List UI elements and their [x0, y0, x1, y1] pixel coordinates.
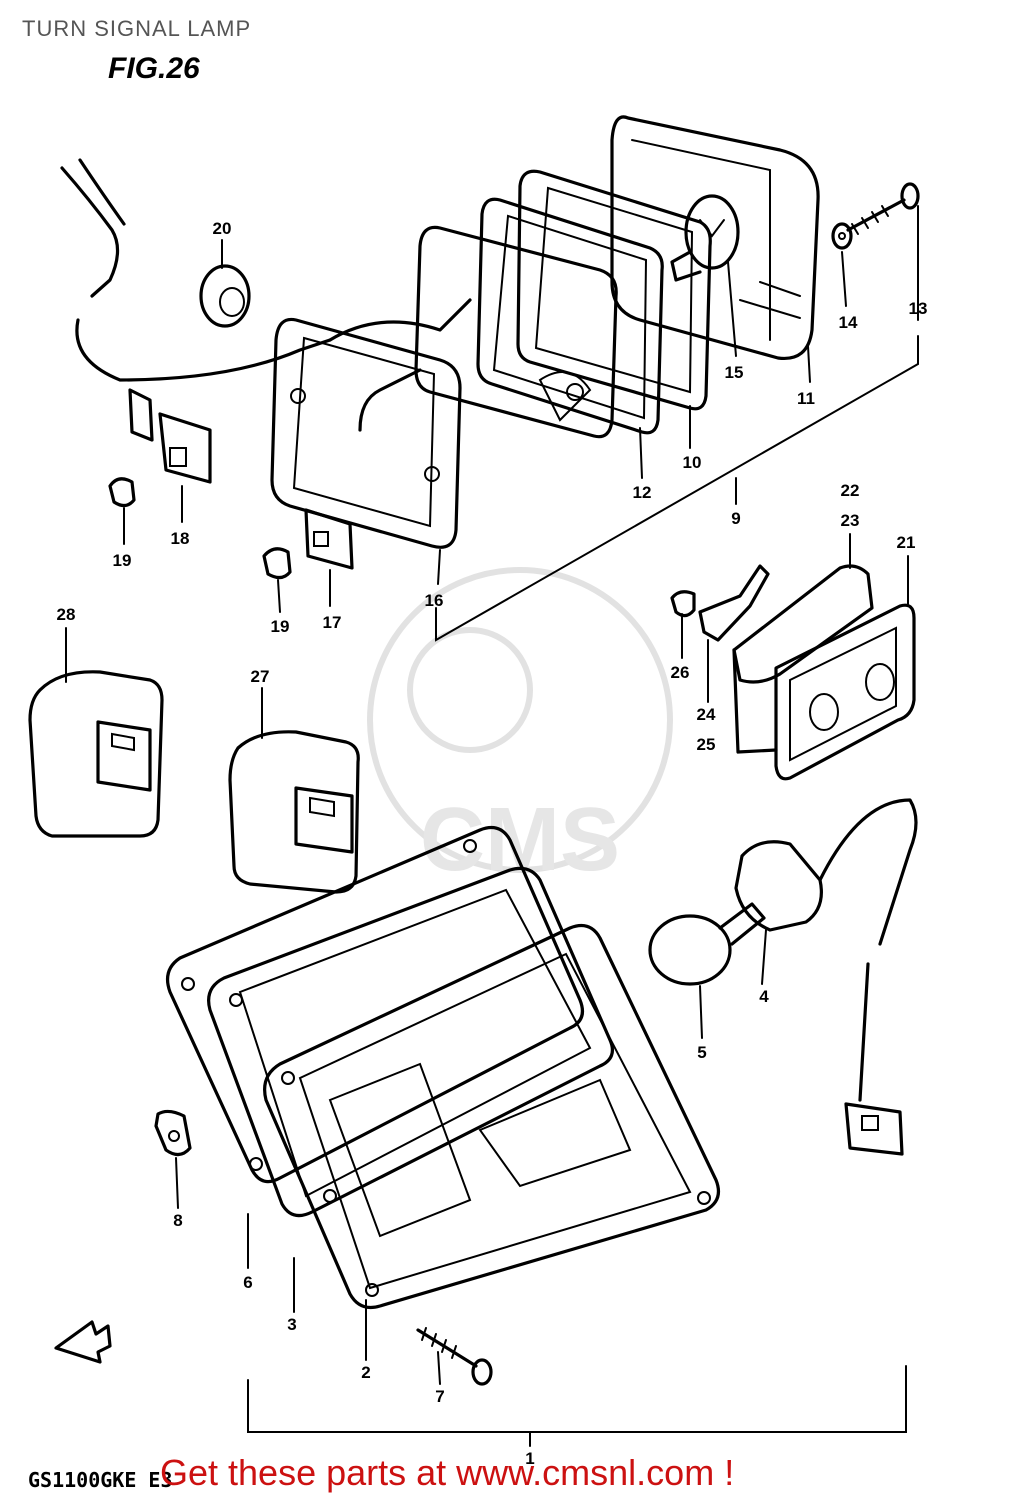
callout-25: 25: [697, 735, 716, 754]
model-code: GS1100GKE E3: [28, 1468, 173, 1492]
part-6-plate: [166, 826, 584, 1184]
wire-harness: [60, 158, 332, 382]
forward-arrow-icon: [54, 1320, 112, 1364]
callout-11: 11: [797, 389, 815, 408]
part-24-25-bracket: [698, 564, 770, 642]
callout-19b: 19: [271, 617, 290, 636]
callout-8: 8: [173, 1211, 182, 1230]
part-28-relay: [28, 670, 164, 838]
callout-24: 24: [697, 705, 716, 724]
part-16-base-plate: [270, 317, 462, 549]
callout-13: 13: [909, 299, 928, 318]
promo-link-text[interactable]: Get these parts at www.cmsnl.com !: [160, 1452, 735, 1493]
callout-7: 7: [435, 1387, 444, 1406]
callout-18: 18: [171, 529, 190, 548]
callout-23: 23: [841, 511, 860, 530]
leader-lines: [65, 205, 919, 1447]
callout-labels: 1 2 3 4 5 6 7 8 9 10 11 12 13 14 15 16 1…: [57, 219, 928, 1468]
figure-label: FIG.26: [108, 52, 200, 85]
part-19-nut-b: [262, 547, 292, 580]
part-21-reflector: [774, 603, 916, 781]
callout-5: 5: [697, 1043, 706, 1062]
callout-22: 22: [841, 481, 860, 500]
part-2-lens: [263, 924, 720, 1310]
callout-10: 10: [683, 453, 702, 472]
part-11-lens: [610, 115, 820, 361]
part-20-grommet: [199, 264, 251, 328]
part-3-gasket: [207, 866, 614, 1218]
callout-2: 2: [361, 1363, 370, 1382]
part-13-screw: [846, 182, 920, 235]
part-4-socket: [734, 798, 918, 1102]
part-12-gasket: [476, 197, 664, 435]
part-22-23-base: [732, 564, 874, 754]
part-7-screw: [416, 1327, 493, 1386]
part-8-clip: [154, 1109, 192, 1157]
part-27-relay: [228, 730, 360, 894]
callout-19a: 19: [113, 551, 132, 570]
watermark-logo: CMS: [367, 567, 673, 890]
part-18-connector: [128, 388, 212, 484]
part-16-housing: [328, 225, 618, 439]
callout-12: 12: [633, 483, 652, 502]
callout-3: 3: [287, 1315, 296, 1334]
callout-4: 4: [759, 987, 769, 1006]
part-19-nut-a: [108, 477, 136, 508]
part-17-cushion: [304, 508, 354, 570]
callout-6: 6: [243, 1273, 252, 1292]
part-5-bulb: [648, 902, 766, 986]
callout-21: 21: [897, 533, 916, 552]
callout-14: 14: [839, 313, 858, 332]
callout-1: 1: [525, 1449, 534, 1468]
part-wire-connector: [844, 1102, 904, 1156]
callout-26: 26: [671, 663, 690, 682]
callout-15: 15: [725, 363, 744, 382]
part-14-washer: [831, 222, 853, 250]
watermark-text: CMS: [420, 790, 620, 890]
page-title: TURN SIGNAL LAMP: [22, 16, 252, 41]
callout-16: 16: [425, 591, 444, 610]
callout-9: 9: [731, 509, 740, 528]
part-26-nut: [670, 590, 696, 618]
callout-17: 17: [323, 613, 342, 632]
callout-28: 28: [57, 605, 76, 624]
callout-20: 20: [213, 219, 232, 238]
callout-27: 27: [251, 667, 270, 686]
